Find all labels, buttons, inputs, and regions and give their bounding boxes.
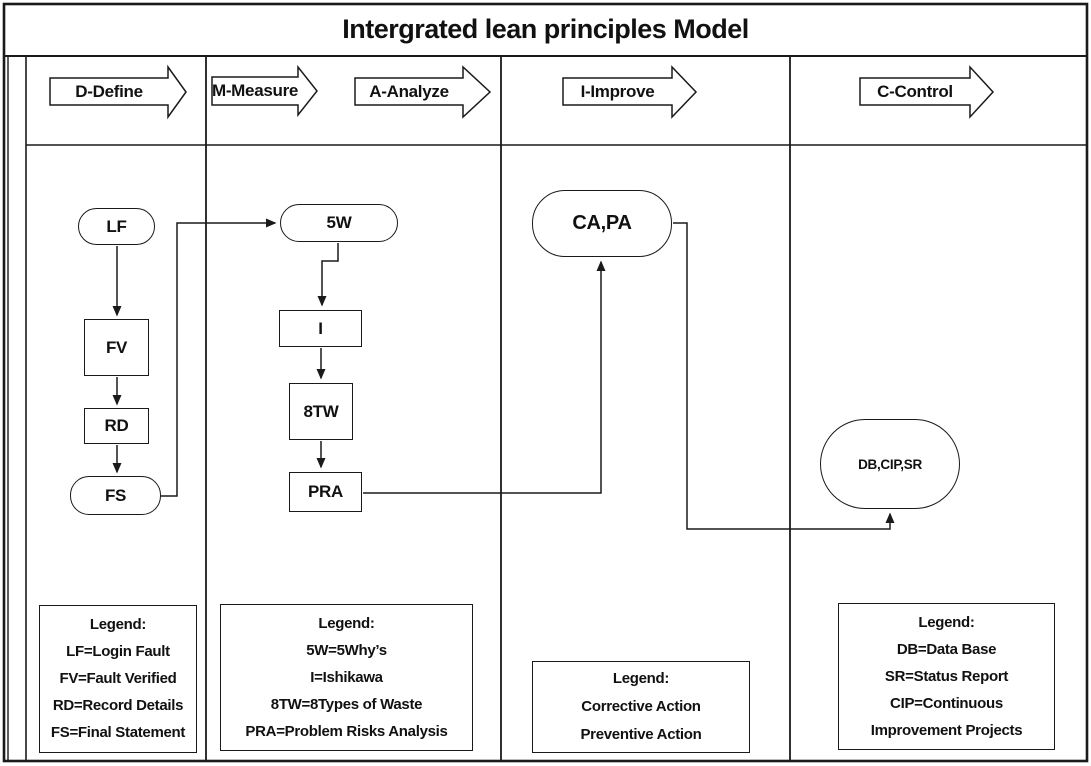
legend-improve-line: Preventive Action (580, 726, 702, 743)
legend-control-line: SR=Status Report (884, 668, 1009, 685)
legend-define: Legend: LF=Login Fault FV=Fault Verified… (39, 605, 197, 753)
legend-measure-analyze-line: 8TW=8Types of Waste (270, 696, 423, 713)
legend-improve-title: Legend: (612, 670, 670, 687)
node-i: I (279, 310, 362, 347)
connector-pra-capa (363, 260, 606, 494)
phase-label-measure: M-Measure (211, 81, 299, 100)
node-pra: PRA (289, 472, 362, 512)
legend-measure-analyze-line: PRA=Problem Risks Analysis (245, 723, 448, 740)
legend-define-line: FV=Fault Verified (59, 670, 177, 687)
legend-improve-line: Corrective Action (581, 698, 701, 715)
legend-define-line: RD=Record Details (52, 697, 184, 714)
legend-measure-analyze-line: I=Ishikawa (310, 669, 383, 686)
legend-define-line: LF=Login Fault (66, 643, 170, 660)
node-fv: FV (84, 319, 149, 376)
legend-define-line: FS=Final Statement (50, 724, 186, 741)
measure-banner-arrow (211, 64, 318, 118)
connector-5w-i (317, 243, 339, 307)
phase-label-define: D-Define (75, 82, 143, 101)
node-lf: LF (78, 208, 155, 245)
legend-measure-analyze: Legend: 5W=5Why’s I=Ishikawa 8TW=8Types … (220, 604, 473, 751)
diagram-title: Intergrated lean principles Model (342, 13, 749, 44)
node-5w: 5W (280, 204, 398, 242)
node-capa: CA,PA (532, 190, 672, 257)
define-banner-arrow (49, 64, 187, 120)
legend-control-title: Legend: (918, 614, 975, 631)
connector-capa-dbcipsr (673, 222, 895, 530)
phase-label-control: C-Control (877, 82, 953, 101)
connector-fs-5w (161, 218, 277, 497)
legend-control: Legend: DB=Data Base SR=Status Report CI… (838, 603, 1055, 750)
node-rd: RD (84, 408, 149, 444)
legend-control-line: Improvement Projects (870, 722, 1023, 739)
node-dbcipsr: DB,CIP,SR (820, 419, 960, 509)
phase-label-analyze: A-Analyze (369, 82, 449, 101)
control-banner-arrow (859, 65, 995, 119)
legend-control-line: CIP=Continuous (890, 695, 1003, 712)
phase-label-improve: I-Improve (580, 82, 655, 101)
node-fs: FS (70, 476, 161, 515)
legend-control-line: DB=Data Base (896, 641, 997, 658)
improve-banner-arrow (562, 65, 698, 119)
legend-improve: Legend: Corrective Action Preventive Act… (532, 661, 750, 753)
legend-define-title: Legend: (89, 616, 147, 633)
node-8tw: 8TW (289, 383, 353, 440)
legend-measure-analyze-title: Legend: (318, 615, 375, 632)
legend-measure-analyze-line: 5W=5Why’s (306, 642, 387, 659)
analyze-banner-arrow (354, 65, 492, 119)
